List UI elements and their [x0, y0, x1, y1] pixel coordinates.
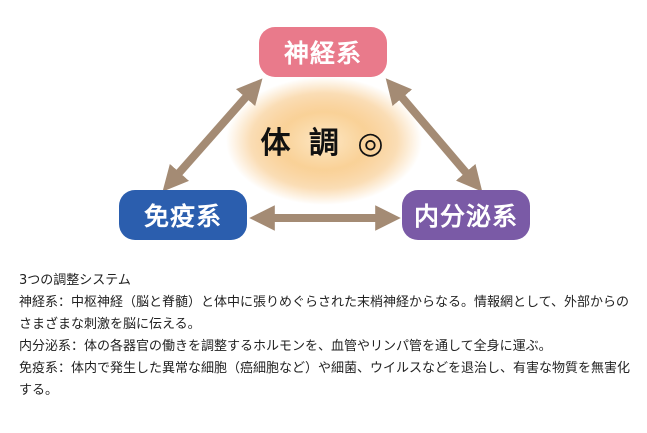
diagram-canvas	[162, 77, 483, 231]
caption-block: 3つの調整システム 神経系：中枢神経（脳と脊髄）と体中に張りめぐらされた末梢神経…	[19, 270, 634, 402]
caption-line-immune: 免疫系：体内で発生した異常な細胞（癌細胞など）や細菌、ウイルスなどを退治し、有害…	[19, 361, 631, 398]
node-endocrine-system: 内分泌系	[402, 190, 530, 240]
caption-line-nerve: 神経系：中枢神経（脳と脊髄）と体中に張りめぐらされた末梢神経からなる。情報網とし…	[19, 295, 629, 332]
center-label-condition: 体 調 ◎	[260, 126, 388, 161]
node-immune-system: 免疫系	[119, 190, 247, 240]
center-glow	[226, 77, 422, 205]
node-nerve-system: 神経系	[259, 27, 387, 77]
arrow-nerve-endocrine	[385, 78, 483, 192]
caption-line-endocrine: 内分泌系：体の各器官の働きを調整するホルモンを、血管やリンパ管を通して全身に運ぶ…	[19, 339, 552, 354]
caption-title: 3つの調整システム	[19, 273, 131, 288]
arrow-nerve-immune	[162, 78, 263, 192]
